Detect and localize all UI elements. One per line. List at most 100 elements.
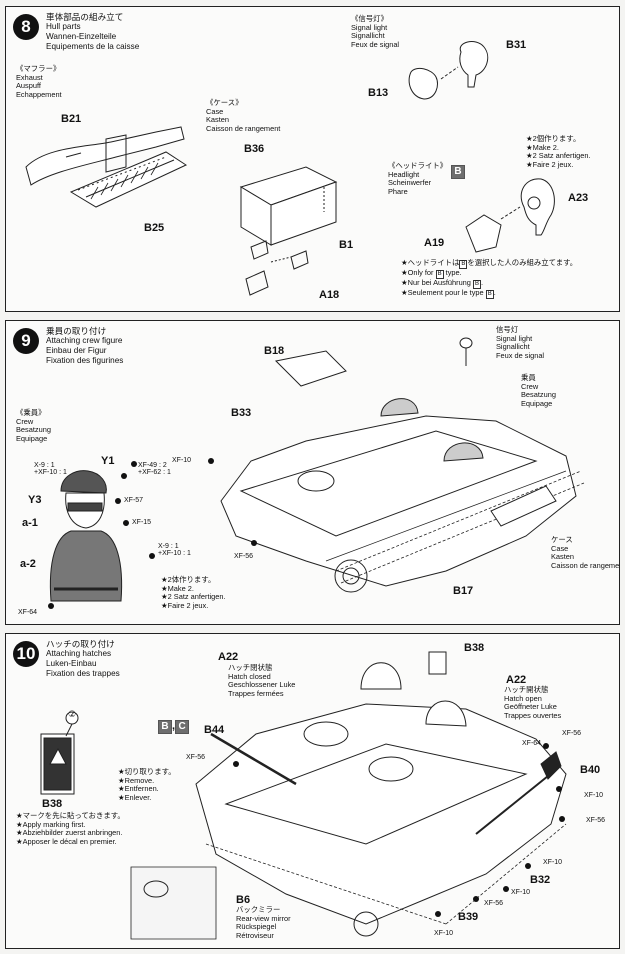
- caption-en: Hatch open: [504, 693, 542, 703]
- caption-jp: バックミラー: [236, 905, 281, 914]
- step-8-illustration: [25, 41, 555, 296]
- caption-fr: Caisson de rangement: [206, 123, 281, 133]
- badge-icon: B: [485, 290, 494, 299]
- note-jp: ★2個作ります。: [526, 134, 581, 143]
- caption-en: Hatch closed: [228, 671, 271, 681]
- title-fr: Fixation des trappes: [46, 669, 120, 678]
- caption-de: Besatzung: [521, 390, 556, 400]
- caption-fr: Equipage: [521, 398, 553, 408]
- caption-fr: Feux de signal: [351, 39, 400, 49]
- part-b32: B32: [530, 874, 551, 886]
- part-b40: B40: [580, 764, 601, 776]
- type-b-badge: B: [451, 161, 465, 179]
- signal-caption: 信号灯 Signal light Signallicht Feux de sig…: [496, 325, 544, 360]
- caption-de: Besatzung: [16, 425, 51, 435]
- part-b33: B33: [231, 407, 252, 419]
- case-caption: 《ケース》 Case Kasten Caisson de rangement: [206, 98, 281, 133]
- step-9-panel: 9 乗員の取り付け Attaching crew figure Einbau d…: [5, 320, 620, 625]
- make-2-note: ★2個作ります。 ★Make 2. ★2 Satz anfertigen. ★F…: [526, 134, 591, 169]
- caption-en: Rear-view mirror: [236, 913, 291, 923]
- paint-hull-1: XF-10: [172, 457, 192, 464]
- note-fr: ★Apposer le décal en premier.: [16, 836, 117, 846]
- part-a22-closed: A22: [218, 651, 239, 663]
- paint-a2: X-9 : 1 +XF-10 : 1: [158, 543, 191, 557]
- title-jp: 乗員の取り付け: [46, 326, 107, 336]
- caption-de: Auspuff: [16, 81, 41, 91]
- paint-y1-right: XF-49 : 2 +XF-62 : 1: [138, 462, 171, 476]
- case-caption: ケース Case Kasten Caisson de rangement: [551, 535, 620, 570]
- caption-de: Geöffneter Luke: [504, 702, 557, 712]
- step-title: 車体部品の組み立て Hull parts Wannen-Einzelteile …: [46, 12, 139, 52]
- note-fr: ★Enlever.: [118, 792, 152, 802]
- part-a22-open: A22: [506, 674, 527, 686]
- part-b17: B17: [453, 585, 474, 597]
- paint-i: XF-10: [434, 930, 454, 937]
- title-jp: ハッチの取り付け: [46, 639, 115, 649]
- part-b18: B18: [264, 345, 285, 357]
- note-jp: ★切り取ります。: [118, 767, 176, 776]
- step-title: ハッチの取り付け Attaching hatches Luken-Einbau …: [46, 639, 120, 679]
- caption-jp: ハッチ閉状態: [228, 663, 273, 672]
- part-b1: B1: [339, 239, 354, 251]
- note-en: ★Remove.: [118, 775, 155, 785]
- paint-line: +XF-10 : 1: [34, 469, 67, 476]
- part-b21: B21: [61, 113, 82, 125]
- crew-caption: 《乗員》 Crew Besatzung Equipage: [16, 408, 51, 443]
- part-b25: B25: [144, 222, 165, 234]
- part-a23: A23: [568, 192, 589, 204]
- title-en: Attaching hatches: [46, 649, 112, 658]
- note-jp: ★2体作ります。: [161, 575, 216, 584]
- type-bc-badges: B,C: [158, 720, 190, 734]
- marking-note: ★マークを先に貼っておきます。 ★Apply marking first. ★A…: [16, 811, 125, 846]
- part-y3: Y3: [28, 494, 42, 506]
- caption-fr: Caisson de rangement: [551, 560, 620, 570]
- caption-en: Headlight: [388, 169, 420, 179]
- caption-en: Crew: [521, 381, 539, 391]
- badge-icon: B: [459, 260, 468, 269]
- title-de: Wannen-Einzelteile: [46, 32, 117, 41]
- caption-en: Case: [206, 106, 224, 116]
- badge-separator: ,: [172, 720, 176, 732]
- caption-jp: ケース: [551, 535, 573, 544]
- caption-en: Case: [551, 543, 569, 553]
- note-de: ★Entfernen.: [118, 784, 159, 794]
- caption-de: Signallicht: [351, 31, 385, 41]
- caption-en: Crew: [16, 416, 34, 426]
- decal-number: ②: [68, 709, 77, 719]
- part-b38-hull: B38: [464, 642, 485, 654]
- step-title: 乗員の取り付け Attaching crew figure Einbau der…: [46, 326, 123, 366]
- caption-de: Signallicht: [496, 342, 530, 352]
- title-fr: Fixation des figurines: [46, 356, 124, 365]
- mirror-caption: バックミラー Rear-view mirror Rückspiegel Rétr…: [236, 905, 291, 940]
- paint-line: X-9 : 1: [158, 543, 179, 550]
- part-a1: a-1: [22, 517, 38, 529]
- paint-line: XF-49 : 2: [138, 462, 167, 469]
- part-b39: B39: [458, 911, 479, 923]
- hatch-closed-caption: ハッチ閉状態 Hatch closed Geschlossener Luke T…: [228, 663, 295, 698]
- caption-fr: Trappes ouvertes: [504, 710, 562, 720]
- caption-fr: Rétroviseur: [236, 930, 274, 940]
- note-en: ★Make 2.: [526, 142, 559, 152]
- part-b31: B31: [506, 39, 527, 51]
- title-de: Luken-Einbau: [46, 659, 97, 668]
- caption-jp: 《ヘッドライト》: [388, 161, 448, 170]
- paint-b: XF-64: [522, 740, 542, 747]
- note-fr: ★Faire 2 jeux.: [526, 159, 574, 169]
- caption-jp: 信号灯: [496, 325, 519, 334]
- caption-en: Exhaust: [16, 72, 43, 82]
- note-en: ★Make 2.: [161, 583, 194, 593]
- part-b44: B44: [204, 724, 225, 736]
- title-en: Hull parts: [46, 22, 81, 31]
- exhaust-caption: 《マフラー》 Exhaust Auspuff Echappement: [16, 64, 62, 99]
- caption-de: Kasten: [551, 552, 575, 562]
- part-a2: a-2: [20, 558, 36, 570]
- caption-de: Scheinwerfer: [388, 178, 432, 188]
- note-de: ★2 Satz anfertigen.: [526, 151, 591, 161]
- paint-a1: XF-15: [132, 519, 152, 526]
- caption-jp: 《信号灯》: [351, 14, 388, 23]
- crew-position-caption: 乗員 Crew Besatzung Equipage: [521, 373, 556, 408]
- note-de: ★Abziehbilder zuerst anbringen.: [16, 828, 123, 838]
- badge-c: C: [175, 720, 190, 734]
- paint-a: XF-56: [186, 754, 206, 761]
